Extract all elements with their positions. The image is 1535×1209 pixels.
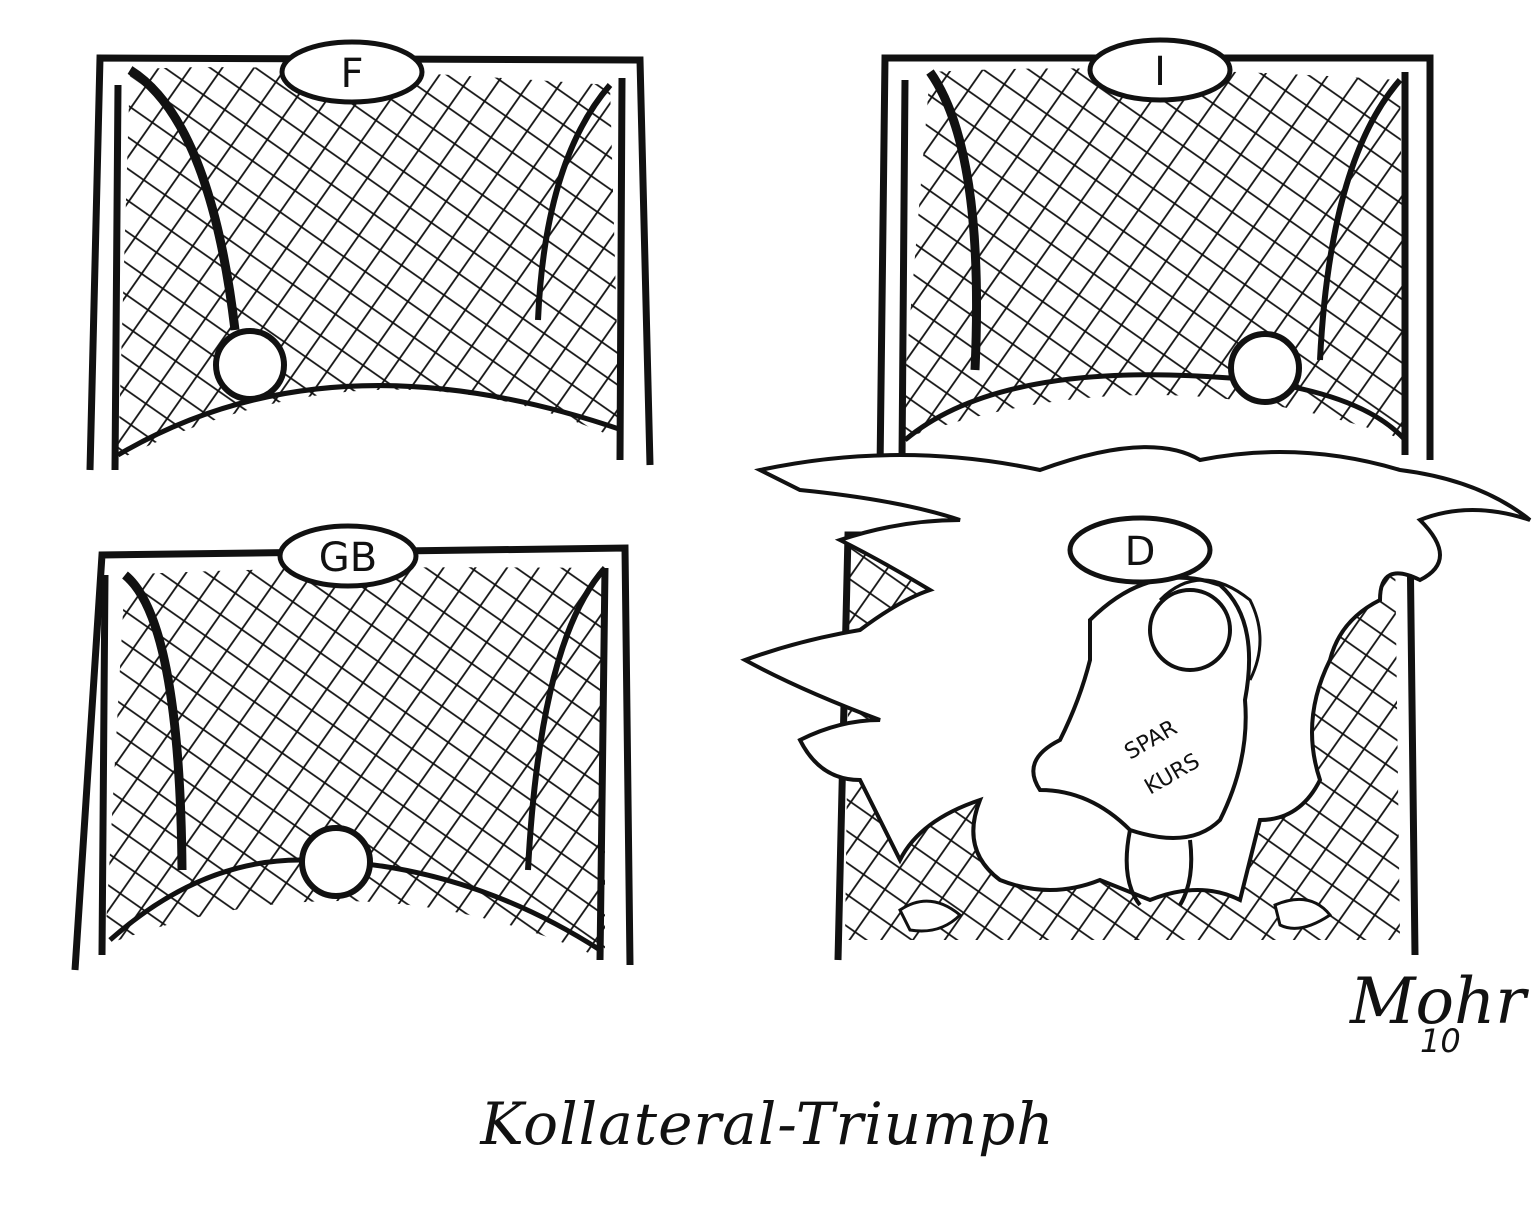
badge-france-label: F xyxy=(340,51,363,97)
goal-great-britain: GB xyxy=(71,523,634,971)
signature-name: Mohr xyxy=(1350,965,1526,1039)
badge-great-britain-label: GB xyxy=(319,535,377,581)
goal-italy: I xyxy=(876,37,1434,471)
goalkeeper-head xyxy=(1148,588,1232,672)
badge-germany xyxy=(1067,515,1213,585)
signature-year: 10 xyxy=(1420,1022,1461,1060)
ball xyxy=(213,328,287,402)
badge-germany-label: D xyxy=(1125,529,1156,575)
badge-france xyxy=(279,39,425,105)
ball xyxy=(299,825,373,899)
badge-great-britain xyxy=(277,523,419,589)
caption: Kollateral-Triumph xyxy=(480,1090,1055,1158)
badge-italy-label: I xyxy=(1154,49,1166,95)
goal-germany: D SPAR KURS xyxy=(740,445,1532,961)
badge-italy xyxy=(1087,37,1233,103)
goal-france: F xyxy=(86,39,654,471)
ball xyxy=(1228,331,1302,405)
